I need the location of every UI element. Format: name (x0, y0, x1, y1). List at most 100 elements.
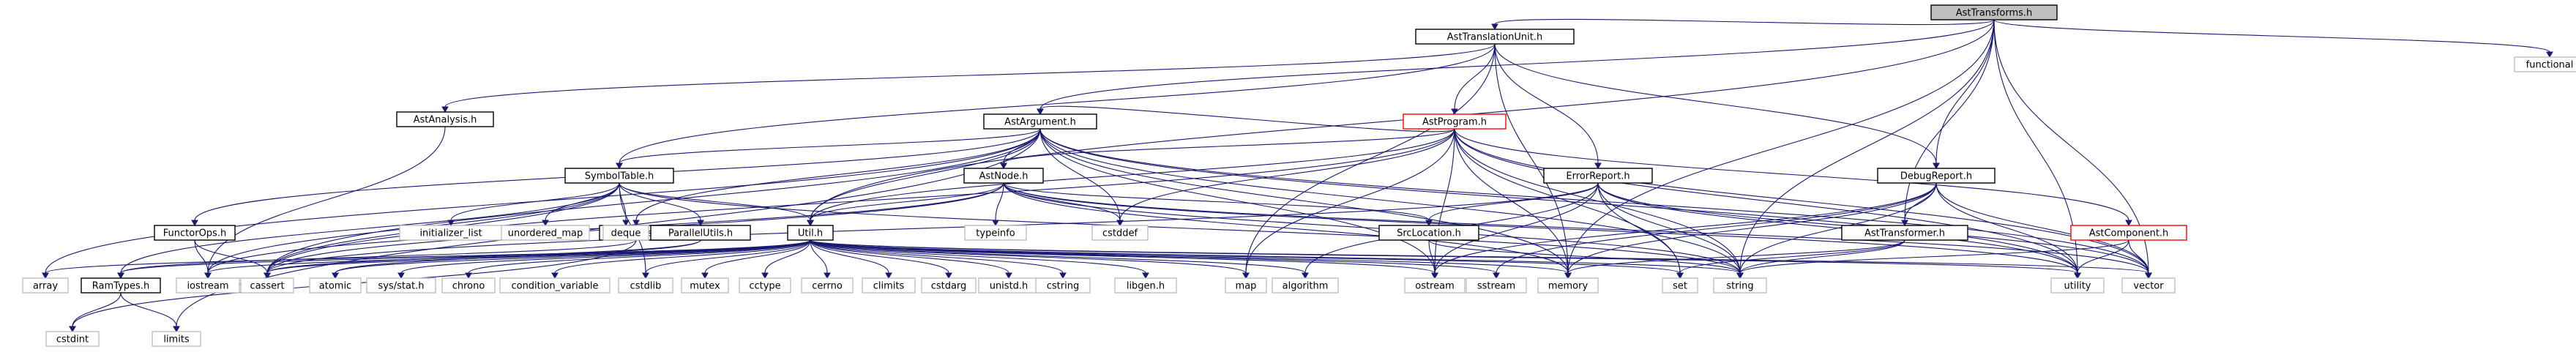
node-box-cstdlib (618, 277, 673, 294)
edge-asttransforms-to-functional (1993, 19, 2550, 53)
arrowhead-util-to-array (42, 272, 49, 280)
arrowhead-util-to-utility (2074, 272, 2081, 280)
node-astanalysis[interactable]: AstAnalysis.h (396, 111, 494, 127)
node-astargument[interactable]: AstArgument.h (983, 113, 1097, 130)
node-box-astanalysis (396, 111, 494, 127)
node-label-astanalysis: AstAnalysis.h (414, 115, 477, 126)
edge-util-to-string (810, 239, 1741, 274)
arrowhead-util-to-map (1242, 272, 1250, 280)
node-box-sys-stat (366, 277, 436, 294)
node-box-asttranslationunit (1415, 29, 1575, 45)
edge-astargument-to-vector (1039, 128, 2149, 274)
edge-astargument-to-astnode (1003, 128, 1041, 164)
node-box-unordered-map (501, 225, 590, 241)
arrowhead-symboltable-to-initializer-list (447, 220, 455, 227)
arrowhead-util-to-cstdlib (642, 272, 649, 280)
arrowhead-symboltable-to-unordered-map (542, 220, 549, 227)
edge-astprogram-to-astargument (1039, 105, 1455, 132)
node-box-ostream (1404, 277, 1466, 294)
node-box-cstring (1035, 277, 1091, 294)
node-typeinfo: typeinfo (964, 225, 1027, 241)
node-label-typeinfo: typeinfo (976, 228, 1015, 239)
node-ramtypes[interactable]: RamTypes.h (81, 277, 161, 294)
node-label-vector: vector (2133, 281, 2164, 292)
node-atomic: atomic (309, 277, 362, 294)
arrowhead-util-to-mutex (701, 272, 709, 280)
edge-astnode-to-srclocation (1003, 182, 1430, 221)
edge-ramtypes-to-cstdint (72, 292, 122, 327)
arrowhead-astprogram-to-astargument (1037, 108, 1044, 116)
node-errorreport[interactable]: ErrorReport.h (1543, 168, 1653, 184)
node-parallelutils[interactable]: ParallelUtils.h (650, 225, 751, 241)
node-debugreport[interactable]: DebugReport.h (1877, 168, 1996, 184)
node-label-cstddef: cstddef (1102, 228, 1138, 239)
node-box-utility (2050, 277, 2105, 294)
node-box-atomic (309, 277, 362, 294)
arrowhead-astargument-to-symboltable (616, 162, 623, 170)
edge-astprogram-to-cstddef (1119, 128, 1455, 221)
node-box-string (1713, 277, 1767, 294)
node-astnode[interactable]: AstNode.h (963, 168, 1044, 184)
edge-functorops-to-iostream (194, 239, 209, 274)
node-label-set: set (1673, 281, 1687, 292)
edge-debugreport-to-sstream (1496, 182, 1937, 274)
arrowhead-ramtypes-to-cstdint (69, 326, 76, 333)
node-label-sstream: sstream (1477, 281, 1515, 292)
node-asttransforms[interactable]: AstTransforms.h (1930, 4, 2058, 20)
node-label-cstdlib: cstdlib (630, 281, 662, 292)
edge-util-to-algorithm (810, 239, 1306, 274)
node-functorops[interactable]: FunctorOps.h (154, 225, 236, 241)
node-label-map: map (1236, 281, 1257, 292)
arrowhead-asttranslationunit-to-debugreport (1933, 162, 1940, 170)
edge-asttransforms-to-memory (1567, 19, 1995, 274)
node-label-asttransformer: AstTransformer.h (1864, 228, 1945, 239)
edge-util-to-array (45, 239, 811, 274)
edge-asttranslationunit-to-astprogram (1454, 43, 1496, 110)
node-astcomponent[interactable]: AstComponent.h (2070, 225, 2187, 241)
edge-astargument-to-cassert (266, 128, 1041, 274)
edge-astprogram-to-utility (1454, 128, 2078, 274)
arrowhead-util-to-memory (1564, 272, 1572, 280)
node-box-cstddef (1091, 225, 1149, 241)
arrowhead-errorreport-to-srclocation (1425, 220, 1433, 227)
node-asttranslationunit[interactable]: AstTranslationUnit.h (1415, 29, 1575, 45)
edge-util-to-cassert (266, 239, 811, 274)
node-cerrno: cerrno (801, 277, 854, 294)
arrowhead-util-to-cctype (761, 272, 769, 280)
edge-errorreport-to-string (1597, 182, 1741, 274)
node-srclocation[interactable]: SrcLocation.h (1378, 225, 1479, 241)
node-box-symboltable (564, 168, 674, 184)
node-astprogram[interactable]: AstProgram.h (1403, 113, 1507, 130)
node-label-asttransforms: AstTransforms.h (1956, 8, 2033, 19)
arrowhead-util-to-ramtypes (117, 272, 124, 280)
node-symboltable[interactable]: SymbolTable.h (564, 168, 674, 184)
node-box-condition-variable (499, 277, 611, 294)
node-asttransformer[interactable]: AstTransformer.h (1841, 225, 1968, 241)
node-util[interactable]: Util.h (787, 225, 834, 241)
node-functional: functional (2514, 56, 2576, 72)
arrowhead-astargument-to-asttypes (632, 220, 640, 227)
edge-util-to-ramtypes (120, 239, 811, 274)
edge-util-to-climits (810, 239, 889, 274)
edge-asttransforms-to-asttransformer (1904, 19, 1995, 221)
edge-util-to-libgen (810, 239, 1146, 274)
node-label-condition-variable: condition_variable (511, 281, 598, 292)
arrowhead-util-to-cstring (1059, 272, 1067, 280)
node-box-srclocation (1378, 225, 1479, 241)
node-box-cctype (739, 277, 791, 294)
node-unistd: unistd.h (978, 277, 1039, 294)
edge-asttransformer-to-set (1679, 239, 1905, 274)
node-box-astcomponent (2070, 225, 2187, 241)
node-cstdarg: cstdarg (921, 277, 977, 294)
node-cctype: cctype (739, 277, 791, 294)
arrowhead-astprogram-to-astnode (1000, 162, 1007, 170)
arrowhead-util-to-atomic (332, 272, 339, 280)
node-libgen: libgen.h (1114, 277, 1177, 294)
node-box-algorithm (1272, 277, 1339, 294)
edge-debugreport-to-vector (1935, 182, 2149, 274)
node-label-climits: climits (873, 281, 905, 292)
node-label-cstring: cstring (1047, 281, 1079, 292)
node-box-asttransformer (1841, 225, 1968, 241)
node-box-cstdarg (921, 277, 977, 294)
